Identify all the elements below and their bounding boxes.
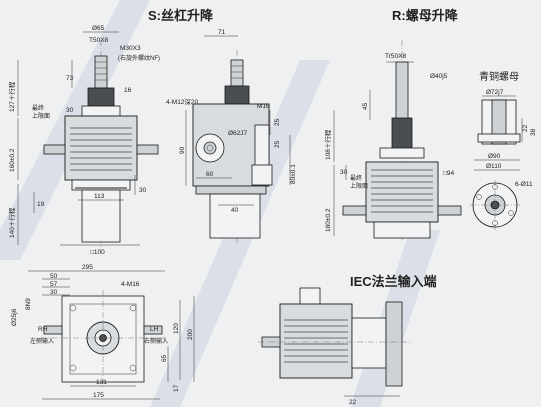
label-38: 38 xyxy=(530,128,537,136)
label-94-square: □94 xyxy=(443,170,455,177)
label-rh: RH xyxy=(38,326,48,333)
label-131: 131 xyxy=(96,379,107,386)
label-71: 71 xyxy=(218,29,226,36)
label-30c: 30 xyxy=(340,169,348,176)
label-lh: LH xyxy=(150,326,159,333)
label-40: 40 xyxy=(231,207,239,214)
label-m30x3: M30X3 xyxy=(120,45,141,52)
view-screw-lift-front xyxy=(17,31,159,250)
view-iec-flange xyxy=(258,287,410,397)
label-160: 160±0.2 xyxy=(9,148,16,172)
iec-flange xyxy=(385,301,403,387)
label-6-dia-11: 6-Ø11 xyxy=(515,181,533,188)
view-bronze-nut xyxy=(470,95,523,230)
label-30b: 30 xyxy=(139,187,147,194)
title-screw-lift: S:丝杠升降 xyxy=(148,8,214,23)
label-80: 80±0.1 xyxy=(290,164,297,184)
label-tr50x8: Tr50X8 xyxy=(385,53,406,60)
view-base-plan xyxy=(28,270,195,400)
label-17: 17 xyxy=(173,384,180,392)
label-4-m12: 4-M12深20 xyxy=(166,97,199,106)
label-108-stroke: 108＋行程 xyxy=(323,129,332,160)
label-dia-40: Ø40j5 xyxy=(430,73,448,80)
label-127-stroke: 127＋行程 xyxy=(7,81,16,112)
screw-tip xyxy=(94,55,108,89)
label-dia-25: Ø25j6 xyxy=(11,308,18,326)
label-limit-left: 上限面 xyxy=(32,112,50,120)
protection-tube xyxy=(81,189,121,243)
gearbox-housing xyxy=(64,115,138,181)
label-lh-input: 右侧输入 xyxy=(144,337,168,345)
iec-adapter xyxy=(351,317,387,369)
label-25b: 25 xyxy=(274,140,281,148)
label-thread-note: (右旋外螺纹NF) xyxy=(118,54,160,62)
label-dia-110: Ø110 xyxy=(486,163,502,170)
label-57: 57 xyxy=(50,281,58,288)
label-25a: 25 xyxy=(274,118,281,126)
label-t50x8: T50X8 xyxy=(89,37,109,44)
label-limit-right: 上限面 xyxy=(350,182,368,190)
label-22: 22 xyxy=(522,124,529,132)
label-65b: 65 xyxy=(161,354,168,362)
bellows xyxy=(87,87,115,107)
title-bronze-nut: 青铜螺母 xyxy=(479,70,519,83)
label-4-m16: 4-M16 xyxy=(121,281,140,288)
label-final-left: 最终 xyxy=(32,104,44,112)
title-iec-flange: IEC法兰输入端 xyxy=(350,274,437,289)
label-113: 113 xyxy=(94,193,105,200)
label-180: 180±0.2 xyxy=(325,208,332,232)
label-295: 295 xyxy=(82,264,93,271)
label-90: 90 xyxy=(179,146,186,154)
nut-lift-housing xyxy=(365,161,439,223)
label-dia-62: Ø62J7 xyxy=(228,130,248,137)
label-dia-65: Ø65 xyxy=(92,25,105,32)
label-140-stroke: 140＋行程 xyxy=(7,207,16,238)
label-dia-90: Ø90 xyxy=(488,153,501,160)
label-45: 45 xyxy=(362,102,369,110)
label-200: 200 xyxy=(187,329,194,340)
view-nut-lift xyxy=(333,40,462,240)
lift-nut xyxy=(391,117,413,151)
label-120: 120 xyxy=(173,323,180,334)
label-100-square: □100 xyxy=(90,249,105,256)
label-16: 16 xyxy=(124,87,132,94)
label-60: 60 xyxy=(206,171,214,178)
label-30a: 30 xyxy=(66,107,74,114)
label-m16: M16 xyxy=(257,103,270,110)
iec-input-neck xyxy=(299,287,321,307)
label-22b: 22 xyxy=(349,399,357,406)
label-8n9: 8N9 xyxy=(25,298,32,310)
label-19: 19 xyxy=(37,201,45,208)
title-nut-lift: R:螺母升降 xyxy=(392,8,459,23)
side-tube xyxy=(209,193,261,239)
label-73: 73 xyxy=(66,75,74,82)
view-screw-lift-side xyxy=(185,35,291,245)
iec-housing xyxy=(279,303,353,379)
label-175: 175 xyxy=(93,392,104,399)
label-50: 50 xyxy=(50,273,58,280)
label-final-right: 最终 xyxy=(350,174,362,182)
label-dia-72: Ø72j7 xyxy=(486,89,504,96)
label-rh-input: 左侧输入 xyxy=(30,337,54,345)
label-30d: 30 xyxy=(50,289,58,296)
